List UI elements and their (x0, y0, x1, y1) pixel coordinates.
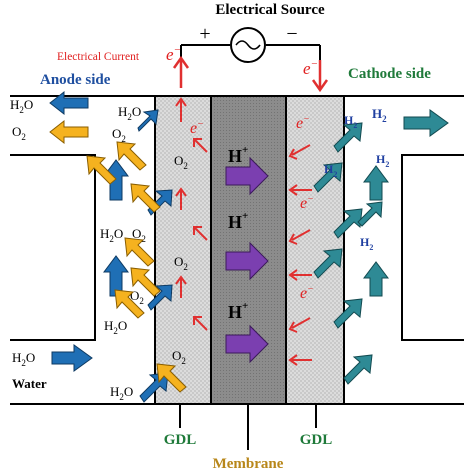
current-out-arrow (172, 55, 190, 88)
current-in-arrow (311, 60, 329, 93)
cathode-electron-arrows (288, 144, 312, 366)
electron-label-top-right: e− (303, 58, 318, 78)
o2-label: O2 (132, 226, 146, 244)
electrical-source-label: Electrical Source (215, 2, 325, 18)
o2-outlet: O2 (12, 119, 89, 145)
h2-outlet-label: H2 (372, 106, 387, 124)
proton-group-2: H+ (225, 210, 269, 281)
external-circuit (180, 27, 321, 75)
proton-arrow (225, 324, 269, 364)
proton-label: H+ (228, 144, 248, 166)
cathode-hydrogen-arrows (313, 122, 389, 385)
electron-label-top-left: e− (166, 44, 181, 64)
h2-label: H2 (360, 235, 373, 252)
o2-label: O2 (12, 124, 26, 142)
h2-label: H2 (324, 162, 337, 179)
water-in-arrow (51, 344, 93, 372)
oxygen-out-arrow (49, 119, 89, 145)
hydrogen-out-arrow (403, 109, 449, 137)
electron-label: e− (300, 194, 314, 212)
positive-terminal-label: + (199, 23, 210, 45)
cathode-gdl-label: GDL (300, 432, 333, 448)
anode-electron-arrows (175, 97, 208, 331)
o2-label: O2 (112, 126, 126, 144)
proton-group-1: H+ (225, 144, 269, 196)
o2-label: O2 (174, 254, 188, 272)
h2-label: H2 (376, 152, 389, 169)
o2-label: O2 (174, 153, 188, 171)
membrane (210, 95, 287, 405)
proton-group-3: H+ (225, 300, 269, 364)
h2o-label: H2O (10, 97, 33, 115)
h2o-label: H2O (104, 318, 127, 336)
electron-label: e− (300, 284, 314, 302)
proton-label: H+ (228, 210, 248, 232)
anode-gdl-label: GDL (164, 432, 197, 448)
membrane-label: Membrane (213, 456, 284, 472)
h2o-inlet-label: H2O (12, 350, 35, 368)
o2-label: O2 (172, 348, 186, 366)
anode-side-label: Anode side (40, 72, 111, 88)
proton-arrow (225, 156, 269, 196)
negative-terminal-label: − (286, 23, 297, 45)
anode-oxygen-arrows (86, 141, 187, 393)
o2-label: O2 (130, 288, 144, 306)
electrical-current-label: Electrical Current (57, 51, 140, 63)
h2o-outlet: H2O (10, 90, 89, 116)
water-out-arrow (49, 90, 89, 116)
h2o-label: H2O (110, 384, 133, 402)
cathode-channel-wall (401, 154, 464, 341)
cathode-side-label: Cathode side (348, 66, 431, 82)
proton-label: H+ (228, 300, 248, 322)
anode-channel-wall (10, 154, 96, 341)
h2o-label: H2O (100, 226, 123, 244)
h2o-label: H2O (118, 104, 141, 122)
water-inlet-label: Water (12, 376, 47, 391)
electron-label: e− (296, 114, 310, 132)
h2-label: H2 (344, 113, 357, 130)
proton-arrow (225, 241, 269, 281)
electron-label: e− (190, 119, 204, 137)
